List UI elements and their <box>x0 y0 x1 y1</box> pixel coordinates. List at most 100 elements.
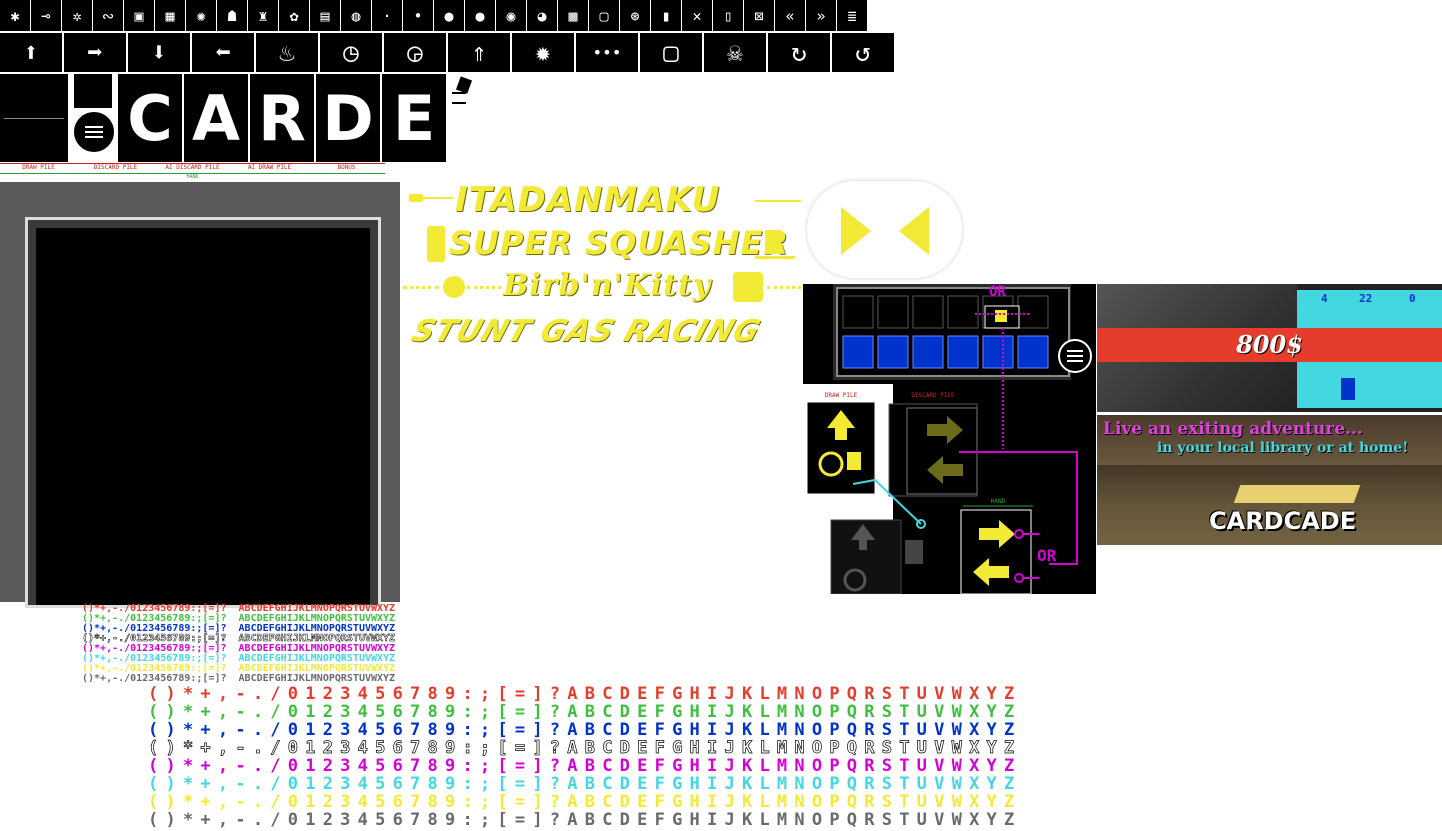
title-super-squasher: SUPER SQUASHER <box>405 224 801 266</box>
sparkle-icon: ✹ <box>512 33 576 72</box>
large-icon-strip: ⬆➡⬇⬅♨◷◶⇑✹•••▢☠↻↺ <box>0 33 896 72</box>
character-icon <box>427 226 445 262</box>
logo-letter: C <box>118 74 182 162</box>
font-sample-small: ()*+,-./0123456789:;[=]? ABCDEFGHIJKLMNO… <box>82 673 396 684</box>
price-label: 800$ <box>1236 330 1303 359</box>
arrow-right-icon: ➡ <box>64 33 128 72</box>
plug-icon <box>405 192 453 204</box>
fire-icon: ♨ <box>256 33 320 72</box>
device-bezel <box>25 217 381 608</box>
fuel-icon: ▮ <box>651 0 682 31</box>
tagline-1: Live an exiting adventure... <box>1103 419 1363 439</box>
runner-icon: ☗ <box>217 0 248 31</box>
kitty-icon <box>733 272 763 302</box>
font-sample-large: ( ) * + , - . / 0 1 2 3 4 5 6 7 8 9 : ; … <box>148 702 1014 722</box>
dot-icon: • <box>403 0 434 31</box>
discard-pile-slot <box>70 74 116 162</box>
draw-pile-slot <box>0 74 68 162</box>
ball-icon: ◍ <box>341 0 372 31</box>
head-icon: ◉ <box>496 0 527 31</box>
pile-label: AI DRAW PILE <box>231 163 308 181</box>
or-label: OR <box>989 284 1006 300</box>
pile-label: DRAW PILE <box>0 163 77 181</box>
frame-icon: ▢ <box>589 0 620 31</box>
logo-letter: R <box>250 74 314 162</box>
stopwatch-icon: ◷ <box>320 33 384 72</box>
arrow-down-icon: ⬇ <box>128 33 192 72</box>
ball-2-icon: ● <box>434 0 465 31</box>
ellipsis-icon: ••• <box>576 33 640 72</box>
font-sample-large: ( ) * + , - . / 0 1 2 3 4 5 6 7 8 9 : ; … <box>148 756 1014 776</box>
bug-icon: ✱ <box>0 0 31 31</box>
or-label: OR <box>1037 546 1057 565</box>
card-stack-icon <box>448 74 474 104</box>
key-icon: ⊸ <box>31 0 62 31</box>
b-box-icon: ▣ <box>124 0 155 31</box>
font-sample-large: ( ) * + , - . / 0 1 2 3 4 5 6 7 8 9 : ; … <box>148 684 1014 704</box>
device-frame <box>0 182 400 608</box>
arrow-left-icon: ⬅ <box>192 33 256 72</box>
score-left: 4 <box>1321 292 1328 305</box>
crossed-box-icon: ⊠ <box>744 0 775 31</box>
dot-small-icon: · <box>372 0 403 31</box>
car-icon: ▯ <box>713 0 744 31</box>
font-sample-small: ()*+,-./0123456789:;[=]? ABCDEFGHIJKLMNO… <box>82 633 396 644</box>
pile-labels: DRAW PILE DISCARD PILE AI DISCARD PILE A… <box>0 163 385 181</box>
square-icon: ▢ <box>640 33 704 72</box>
arrow-up-character-icon: ⇑ <box>448 33 512 72</box>
price-band <box>1097 328 1442 362</box>
logo-letter: D <box>316 74 380 162</box>
stopwatch-card-icon: ◶ <box>384 33 448 72</box>
discard-pile-label: DISCARD PILE <box>911 392 955 399</box>
small-icon-strip: ✱⊸✲∾▣▦✺☗♜✿▤◍·•●●◉◕▩▢⊛▮✕▯⊠«»≣ <box>0 0 868 31</box>
font-sample-large: ( ) * + , - . / 0 1 2 3 4 5 6 7 8 9 : ; … <box>148 810 1014 830</box>
game-title: Birb'n'Kitty <box>503 268 712 303</box>
font-sample-large: ( ) * + , - . / 0 1 2 3 4 5 6 7 8 9 : ; … <box>148 774 1014 794</box>
steering-wheel-icon: ⊛ <box>620 0 651 31</box>
spring-icon: ≣ <box>837 0 868 31</box>
ant-icon: ✲ <box>62 0 93 31</box>
game-title: SUPER SQUASHER <box>449 224 790 262</box>
font-sample-small: ()*+,-./0123456789:;[=]? ABCDEFGHIJKLMNO… <box>82 663 396 674</box>
tagline-2: in your local library or at home! <box>1157 440 1409 456</box>
pile-label: DISCARD PILE <box>77 163 154 181</box>
cardcade-logo: C A R D E <box>0 74 474 162</box>
score-mid: 22 <box>1359 292 1373 305</box>
hand-label: HAND <box>0 173 385 180</box>
promo-banner-library: Live an exiting adventure... in your loc… <box>1097 415 1442 545</box>
title-birb-n-kitty: Birb'n'Kitty <box>403 268 801 308</box>
fast-forward-icon: » <box>806 0 837 31</box>
head-2-icon: ◕ <box>527 0 558 31</box>
play-toggle-button[interactable] <box>807 181 962 278</box>
apple-icon: ● <box>465 0 496 31</box>
player-sprite <box>1341 378 1355 400</box>
tutorial-illustration <box>803 284 1092 594</box>
table-image <box>1233 485 1361 503</box>
snake-icon: ∾ <box>93 0 124 31</box>
birb-icon <box>443 276 465 298</box>
arrow-up-icon: ⬆ <box>0 33 64 72</box>
font-sample-large: ( ) * + , - . / 0 1 2 3 4 5 6 7 8 9 : ; … <box>148 738 1015 758</box>
card-x-icon: ✕ <box>682 0 713 31</box>
font-sample-small: ()*+,-./0123456789:;[=]? ABCDEFGHIJKLMNO… <box>82 643 396 654</box>
hand-label: HAND <box>990 498 1006 505</box>
font-sample-large: ( ) * + , - . / 0 1 2 3 4 5 6 7 8 9 : ; … <box>148 720 1014 740</box>
game-title: ITADANMAKU <box>455 180 721 220</box>
logo-letter: A <box>184 74 248 162</box>
frog-icon: ✿ <box>279 0 310 31</box>
character-icon: ♜ <box>248 0 279 31</box>
draw-pile-label: DRAW PILE <box>824 392 858 399</box>
menu-button[interactable] <box>72 110 116 154</box>
rotate-cw-icon: ↻ <box>768 33 832 72</box>
explosion-icon: ✺ <box>186 0 217 31</box>
pile-label: BONUS <box>308 163 385 181</box>
font-sample-small: ()*+,-./0123456789:;[=]? ABCDEFGHIJKLMNO… <box>82 603 396 614</box>
brand-label: CARDCADE <box>1209 507 1357 535</box>
device-screen <box>36 228 370 605</box>
invader-icon: ▩ <box>558 0 589 31</box>
font-sample-small: ()*+,-./0123456789:;[=]? ABCDEFGHIJKLMNO… <box>82 613 396 624</box>
robot-icon: ☠ <box>704 33 768 72</box>
pile-label: AI DISCARD PILE <box>154 163 231 181</box>
promo-banner-price: 4 22 0 800$ <box>1097 284 1442 412</box>
logo-letter: E <box>382 74 446 162</box>
